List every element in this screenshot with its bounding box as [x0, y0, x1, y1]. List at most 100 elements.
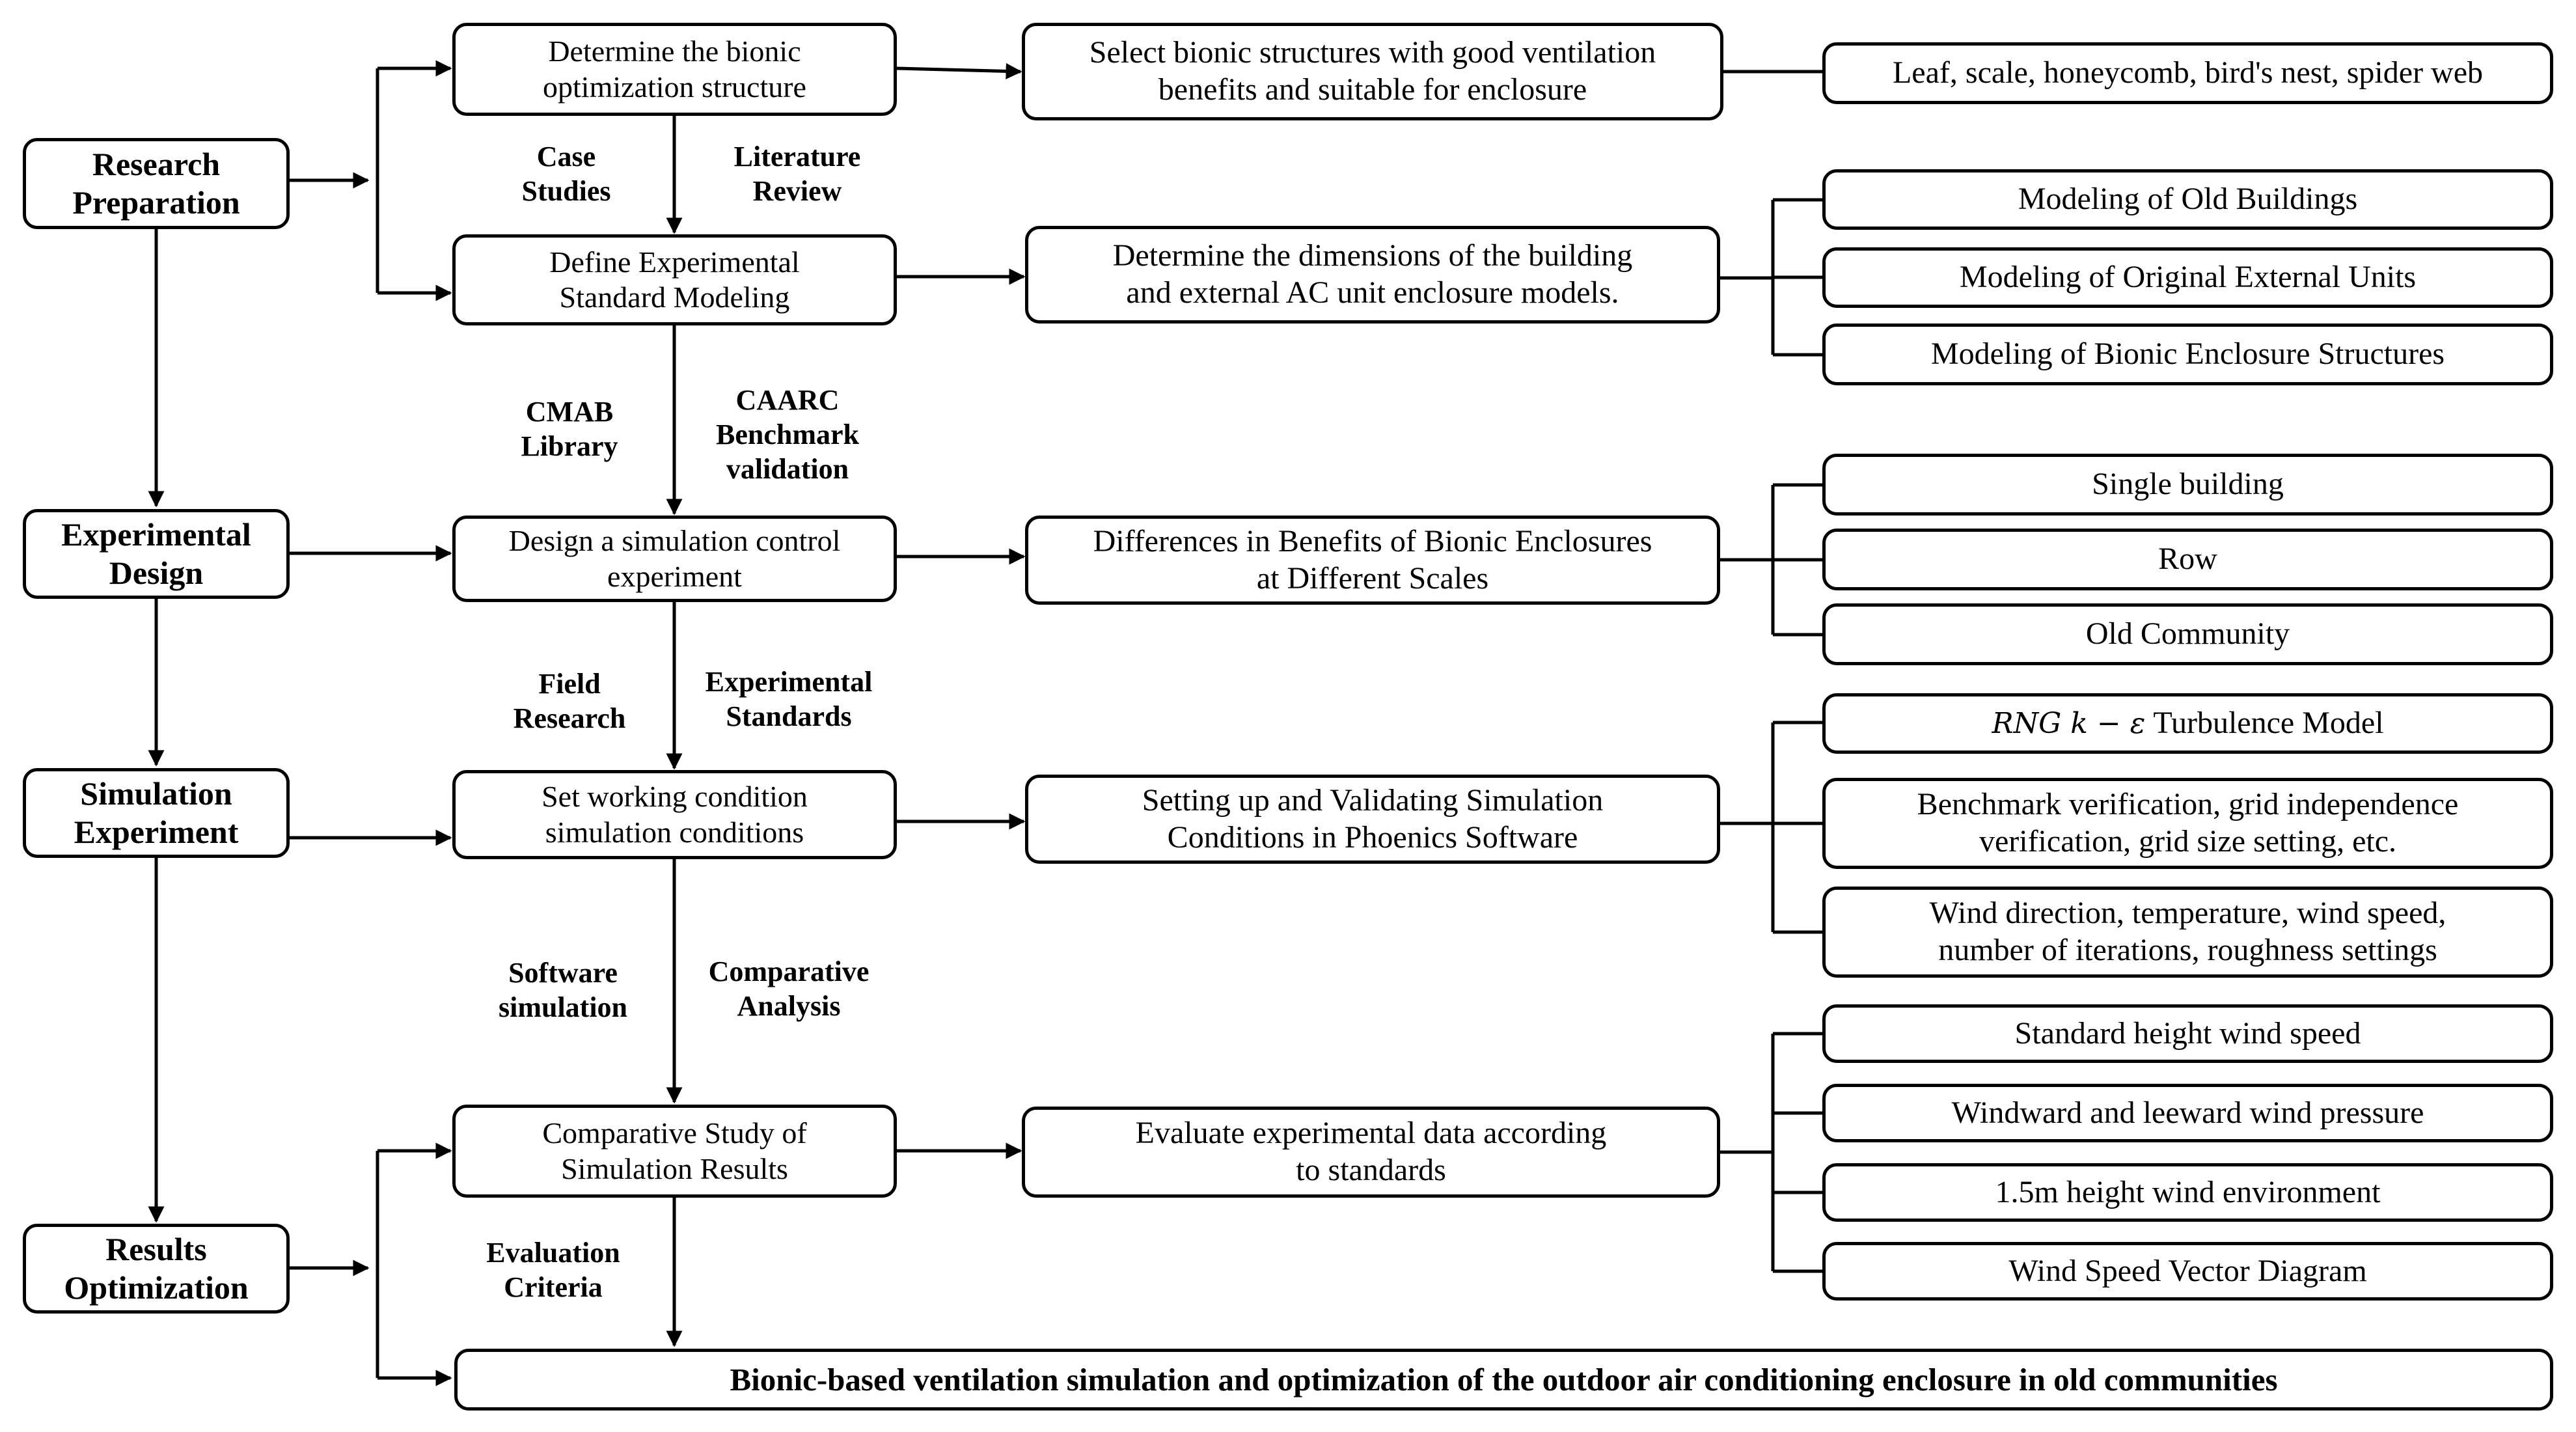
result-wind-pressure: Windward and leeward wind pressure: [1822, 1084, 2553, 1142]
result-benchmark-line2: verification, grid size setting, etc.: [1979, 824, 2397, 859]
middle-m5-line1: Evaluate experimental data according: [1135, 1116, 1607, 1151]
middle-m2-line1: Determine the dimensions of the building: [1112, 238, 1633, 273]
middle-determine-dimensions: Determine the dimensions of the building…: [1025, 226, 1720, 324]
middle-differences-benefits: Differences in Benefits of Bionic Enclos…: [1025, 516, 1720, 605]
process-p5-line2: Simulation Results: [561, 1151, 788, 1185]
bracket-m4: [1720, 721, 1822, 934]
result-single-building: Single building: [1822, 454, 2553, 516]
process-p2-line1: Define Experimental: [549, 245, 800, 279]
middle-m2-line2: and external AC unit enclosure models.: [1126, 275, 1619, 310]
middle-m3-line1: Differences in Benefits of Bionic Enclos…: [1093, 523, 1652, 558]
process-p2-line2: Standard Modeling: [559, 281, 790, 314]
process-p1-line2: optimization structure: [543, 70, 806, 103]
result-modeling-old-buildings: Modeling of Old Buildings: [1822, 169, 2553, 230]
result-vector-diagram: Wind Speed Vector Diagram: [1822, 1242, 2553, 1301]
result-g5-3-text: Wind Speed Vector Diagram: [2008, 1253, 2367, 1288]
label-evaluation-line1: Evaluation: [486, 1237, 620, 1269]
result-g3-1-text: Row: [2158, 542, 2217, 577]
result-g5-2-text: 1.5m height wind environment: [1995, 1174, 2381, 1209]
label-case-studies-line2: Studies: [521, 175, 611, 207]
result-wind-settings: Wind direction, temperature, wind speed,…: [1822, 887, 2553, 978]
arrow-p1-to-m1: [896, 62, 1022, 79]
result-g3-2-text: Old Community: [2085, 616, 2290, 652]
result-g2-0-text: Modeling of Old Buildings: [2018, 182, 2358, 217]
middle-m5-line2: to standards: [1296, 1153, 1446, 1187]
label-caarc-line3: validation: [726, 452, 849, 485]
result-turbulence-model: RNG k − ε Turbulence Model: [1822, 693, 2553, 754]
label-field-research-line2: Research: [513, 702, 626, 734]
label-cmab-line2: Library: [521, 430, 618, 462]
stage-results-line2: Optimization: [64, 1269, 249, 1306]
label-literature-review-line2: Review: [752, 175, 842, 207]
stage-research-line1: Research: [92, 146, 221, 182]
bracket-m2: [1720, 198, 1822, 357]
label-exp-standards-line1: Experimental: [705, 666, 873, 698]
label-comparative-line2: Analysis: [737, 990, 841, 1022]
label-literature-review-line1: Literature: [733, 141, 861, 173]
middle-m3-line2: at Different Scales: [1256, 560, 1489, 596]
label-software-line1: Software: [508, 957, 618, 989]
process-p3-line2: experiment: [607, 559, 742, 593]
process-p4-line2: simulation conditions: [545, 815, 804, 849]
result-r1-text: Leaf, scale, honeycomb, bird's nest, spi…: [1892, 55, 2484, 90]
middle-m4-line2: Conditions in Phoenics Software: [1167, 819, 1578, 855]
label-caarc-line2: Benchmark: [716, 418, 859, 450]
process-p1-line1: Determine the bionic: [548, 34, 801, 68]
result-wind-line2: number of iterations, roughness settings: [1938, 933, 2437, 967]
result-modeling-bionic-structures: Modeling of Bionic Enclosure Structures: [1822, 324, 2553, 385]
stage-results-line1: Results: [105, 1231, 207, 1267]
label-evaluation-line2: Criteria: [504, 1271, 603, 1303]
label-caarc-line1: CAARC: [735, 383, 840, 416]
bracket-m3: [1720, 483, 1822, 637]
stage-research-line2: Preparation: [72, 184, 240, 221]
process-p5-line1: Comparative Study of: [542, 1116, 807, 1150]
result-modeling-original-units: Modeling of Original External Units: [1822, 247, 2553, 308]
stage-simulation-line2: Experiment: [74, 814, 239, 850]
label-field-research-line1: Field: [538, 668, 601, 700]
final-outcome-text: Bionic-based ventilation simulation and …: [730, 1361, 2278, 1398]
result-row: Row: [1822, 529, 2553, 590]
bracket-m5: [1720, 1032, 1822, 1273]
result-wind-environment: 1.5m height wind environment: [1822, 1163, 2553, 1222]
result-g3-0-text: Single building: [2092, 467, 2284, 502]
label-software-line2: simulation: [498, 991, 628, 1023]
label-exp-standards-line2: Standards: [726, 700, 852, 732]
middle-m1-line1: Select bionic structures with good venti…: [1089, 35, 1656, 70]
final-outcome: Bionic-based ventilation simulation and …: [454, 1349, 2553, 1411]
process-p3-line1: Design a simulation control: [508, 524, 841, 558]
label-comparative-line1: Comparative: [708, 956, 870, 988]
result-wind-line1: Wind direction, temperature, wind speed,: [1929, 896, 2446, 931]
result-benchmark-line1: Benchmark verification, grid independenc…: [1917, 787, 2459, 822]
result-g5-1-text: Windward and leeward wind pressure: [1951, 1095, 2424, 1130]
rng-model-formula: RNG k − ε: [1992, 707, 2146, 741]
label-case-studies-line1: Case: [536, 141, 596, 173]
result-g2-2-text: Modeling of Bionic Enclosure Structures: [1930, 337, 2445, 372]
result-g2-1-text: Modeling of Original External Units: [1959, 260, 2417, 295]
result-bionic-examples: Leaf, scale, honeycomb, bird's nest, spi…: [1822, 42, 2553, 104]
label-cmab-line1: CMAB: [525, 396, 614, 428]
stage-simulation-line1: Simulation: [80, 775, 232, 812]
stage-experimental-line2: Design: [109, 555, 204, 591]
result-standard-height-wind-speed: Standard height wind speed: [1822, 1004, 2553, 1063]
result-turbulence-text: RNG k − ε Turbulence Model: [1992, 705, 2383, 742]
result-g5-0-text: Standard height wind speed: [2014, 1015, 2361, 1051]
